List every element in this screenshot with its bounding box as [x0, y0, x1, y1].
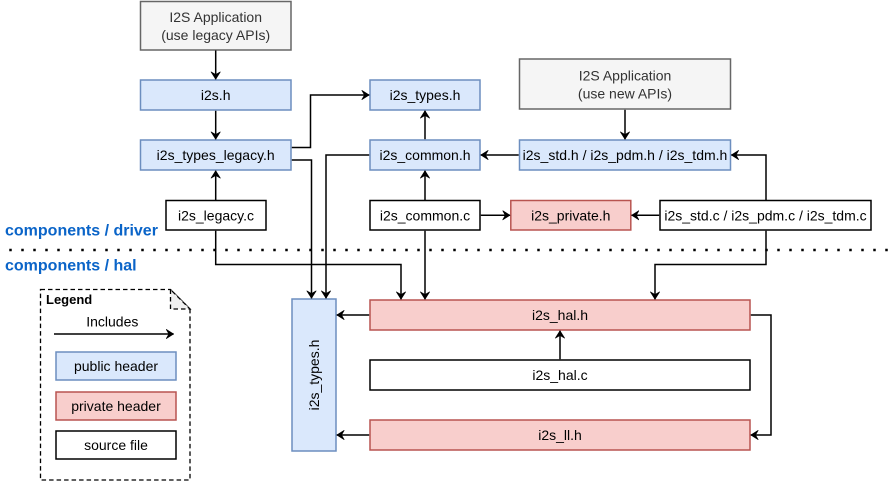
svg-text:i2s_hal.h: i2s_hal.h	[532, 307, 588, 323]
svg-text:i2s_types.h: i2s_types.h	[306, 340, 322, 411]
svg-text:public header: public header	[74, 358, 158, 374]
svg-text:i2s_private.h: i2s_private.h	[531, 207, 610, 223]
svg-text:components / driver: components / driver	[5, 223, 158, 240]
svg-text:i2s_ll.h: i2s_ll.h	[538, 427, 582, 443]
svg-text:i2s_common.c: i2s_common.c	[380, 207, 470, 223]
svg-text:source file: source file	[84, 437, 148, 453]
svg-text:I2S Application: I2S Application	[169, 9, 262, 25]
svg-text:private header: private header	[71, 398, 161, 414]
svg-text:i2s_types_legacy.h: i2s_types_legacy.h	[157, 147, 275, 163]
svg-text:i2s_common.h: i2s_common.h	[379, 147, 470, 163]
svg-text:i2s_std.c / i2s_pdm.c / i2s_td: i2s_std.c / i2s_pdm.c / i2s_tdm.c	[664, 207, 866, 223]
svg-text:i2s_legacy.c: i2s_legacy.c	[178, 207, 254, 223]
svg-text:components / hal: components / hal	[5, 258, 137, 275]
svg-text:I2S Application: I2S Application	[579, 67, 672, 83]
svg-text:i2s_types.h: i2s_types.h	[390, 87, 461, 103]
svg-text:i2s_hal.c: i2s_hal.c	[532, 367, 587, 383]
svg-text:i2s.h: i2s.h	[201, 87, 231, 103]
svg-text:i2s_std.h / i2s_pdm.h / i2s_td: i2s_std.h / i2s_pdm.h / i2s_tdm.h	[523, 147, 728, 163]
svg-text:Legend: Legend	[46, 292, 92, 307]
svg-text:(use legacy APIs): (use legacy APIs)	[161, 27, 270, 43]
svg-text:(use new APIs): (use new APIs)	[578, 85, 672, 101]
svg-text:Includes: Includes	[86, 314, 138, 330]
